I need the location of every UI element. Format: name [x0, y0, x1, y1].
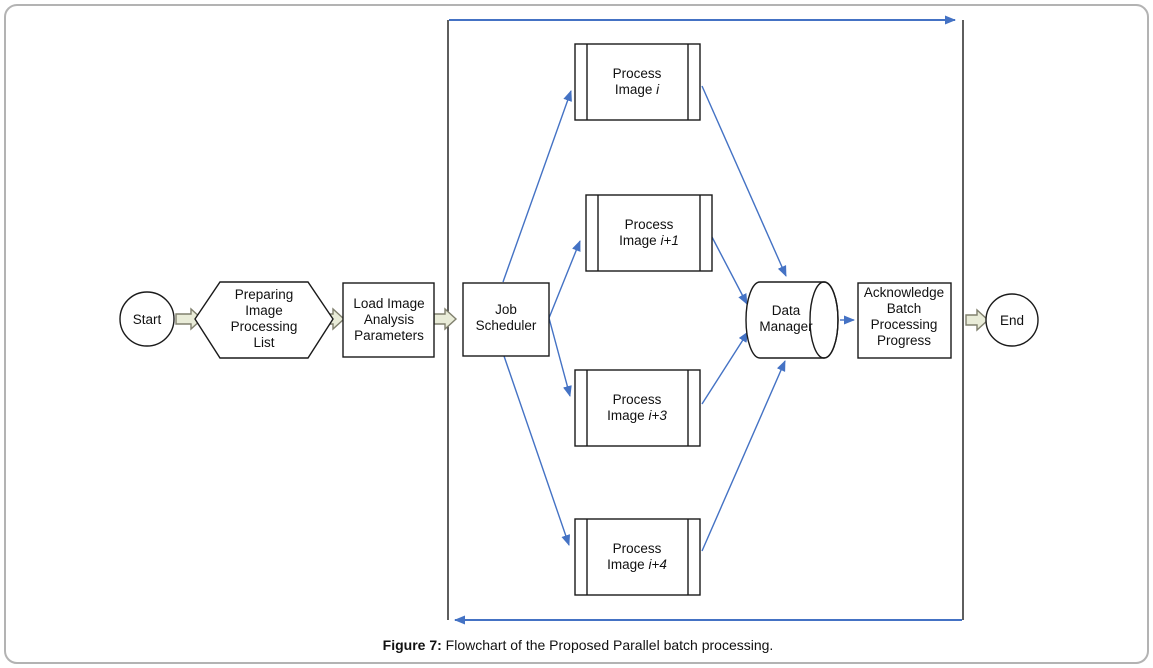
data-manager-end-cap	[809, 281, 839, 359]
data-manager-line2: Manager	[759, 319, 813, 334]
preparing-label-line3: Processing	[231, 319, 298, 334]
process-image-i-line2: Image i	[615, 82, 660, 97]
load-params-node: Load Image Analysis Parameters	[342, 282, 435, 358]
process-image-i4-box	[574, 518, 701, 596]
arrow-process-i1-to-data-manager	[711, 236, 748, 305]
process-image-i3-node: Process Image i+3	[574, 369, 701, 447]
block-arrow-load-to-scheduler	[433, 307, 458, 331]
acknowledge-node: Acknowledge Batch Processing Progress	[857, 282, 952, 359]
job-scheduler-line2: Scheduler	[476, 318, 537, 333]
job-scheduler-node: Job Scheduler	[462, 282, 550, 357]
process-image-i1-box	[585, 194, 713, 272]
panel-border	[4, 4, 1149, 664]
process-image-i4-line1: Process	[613, 541, 662, 556]
connectors	[449, 15, 962, 625]
process-image-i3-line2: Image i+3	[607, 408, 667, 423]
start-label: Start	[133, 312, 162, 327]
process-image-i4-prefix: Image	[607, 557, 648, 572]
preparing-label-line1: Preparing	[235, 287, 294, 302]
process-image-i4-node: Process Image i+4	[574, 518, 701, 596]
arrow-scheduler-to-process-i	[502, 90, 572, 283]
process-image-i-node: Process Image i	[574, 43, 701, 121]
figure-caption: Figure 7: Flowchart of the Proposed Para…	[383, 637, 774, 653]
block-arrow-container-to-end	[965, 308, 990, 332]
process-image-i1-line2: Image i+1	[619, 233, 679, 248]
acknowledge-line3: Processing	[871, 317, 938, 332]
figure-caption-label: Figure 7:	[383, 637, 442, 653]
arrow-scheduler-to-process-i4	[503, 355, 571, 546]
load-params-line3: Parameters	[354, 328, 424, 343]
process-image-i1-index: i+1	[660, 233, 678, 248]
process-image-i4-line2: Image i+4	[607, 557, 667, 572]
process-image-i-index: i	[656, 82, 660, 97]
process-image-i-line1: Process	[613, 66, 662, 81]
load-params-line1: Load Image	[353, 296, 424, 311]
preparing-label-line2: Image	[245, 303, 283, 318]
acknowledge-line1: Acknowledge	[864, 285, 944, 300]
process-image-i4-index: i+4	[648, 557, 666, 572]
end-node: End	[985, 293, 1039, 347]
end-label: End	[1000, 313, 1024, 328]
start-circle	[119, 291, 175, 347]
preparing-node: Preparing Image Processing List	[194, 281, 334, 359]
block-arrow-start-to-preparing	[175, 307, 204, 331]
preparing-hexagon	[194, 281, 334, 359]
job-scheduler-line1: Job	[495, 302, 517, 317]
end-circle	[985, 293, 1039, 347]
preparing-label-line4: List	[253, 335, 274, 350]
process-image-i3-prefix: Image	[607, 408, 648, 423]
acknowledge-line2: Batch	[887, 301, 922, 316]
start-node: Start	[119, 291, 175, 347]
acknowledge-box	[857, 282, 952, 359]
acknowledge-line4: Progress	[877, 333, 931, 348]
arrow-process-i-to-data-manager	[701, 85, 787, 277]
load-params-line2: Analysis	[364, 312, 415, 327]
job-scheduler-box	[462, 282, 550, 357]
process-image-i3-line1: Process	[613, 392, 662, 407]
load-params-box	[342, 282, 435, 358]
arrow-process-i3-to-data-manager	[701, 331, 749, 405]
process-image-i1-node: Process Image i+1	[585, 194, 713, 272]
process-image-i1-line1: Process	[625, 217, 674, 232]
arrow-process-i4-to-data-manager	[701, 360, 786, 552]
data-manager-node: Data Manager	[745, 281, 839, 359]
data-manager-line1: Data	[772, 303, 801, 318]
arrow-scheduler-to-process-i3	[548, 317, 572, 397]
process-image-i3-box	[574, 369, 701, 447]
process-image-i1-prefix: Image	[619, 233, 660, 248]
arrow-scheduler-to-process-i1	[548, 240, 581, 319]
figure-caption-text: Flowchart of the Proposed Parallel batch…	[442, 637, 774, 653]
process-image-i3-index: i+3	[648, 408, 667, 423]
process-image-i-box	[574, 43, 701, 121]
process-image-i-prefix: Image	[615, 82, 656, 97]
